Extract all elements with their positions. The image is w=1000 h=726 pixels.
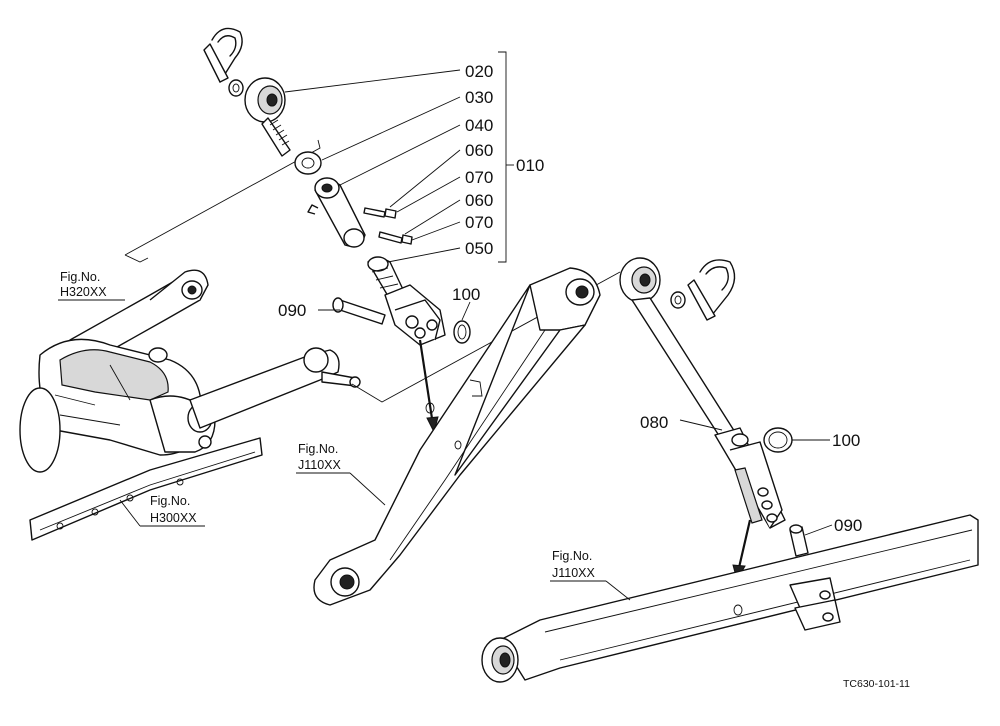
part-050-label: 050 xyxy=(465,239,493,258)
svg-text:J110XX: J110XX xyxy=(298,458,342,472)
top-link-assembly xyxy=(203,27,471,346)
fig-ref-j110-b: Fig.No. J110XX xyxy=(550,549,631,601)
part-020-label: 020 xyxy=(465,62,493,81)
part-040-label: 040 xyxy=(465,116,493,135)
lower-link-right xyxy=(481,514,979,683)
part-090-label-b: 090 xyxy=(834,516,862,535)
svg-text:Fig.No.: Fig.No. xyxy=(60,270,100,284)
fig-ref-h300: Fig.No. H300XX xyxy=(119,494,205,527)
part-010-label: 010 xyxy=(516,156,544,175)
drawing-code: TC630-101-11 xyxy=(843,678,910,690)
fig-ref-h320: Fig.No. H320XX xyxy=(58,270,125,301)
svg-text:H320XX: H320XX xyxy=(60,285,107,299)
part-100-label-a: 100 xyxy=(452,285,480,304)
part-100-label-b: 100 xyxy=(832,431,860,450)
part-070-label-b: 070 xyxy=(465,213,493,232)
part-060-label-a: 060 xyxy=(465,141,493,160)
svg-text:Fig.No.: Fig.No. xyxy=(150,494,190,508)
svg-text:Fig.No.: Fig.No. xyxy=(552,549,592,563)
svg-text:Fig.No.: Fig.No. xyxy=(298,442,338,456)
part-090-label-a: 090 xyxy=(278,301,306,320)
svg-text:010: 010 xyxy=(516,156,544,175)
lower-link-left xyxy=(313,267,601,606)
svg-text:H300XX: H300XX xyxy=(150,511,197,525)
lift-rod xyxy=(619,257,809,557)
part-060-label-b: 060 xyxy=(465,191,493,210)
part-030-label: 030 xyxy=(465,88,493,107)
fig-ref-j110-a: Fig.No. J110XX xyxy=(296,442,386,506)
svg-text:J110XX: J110XX xyxy=(552,566,596,580)
rear-axle-housing xyxy=(19,269,361,541)
part-080-label: 080 xyxy=(640,413,668,432)
part-070-label-a: 070 xyxy=(465,168,493,187)
